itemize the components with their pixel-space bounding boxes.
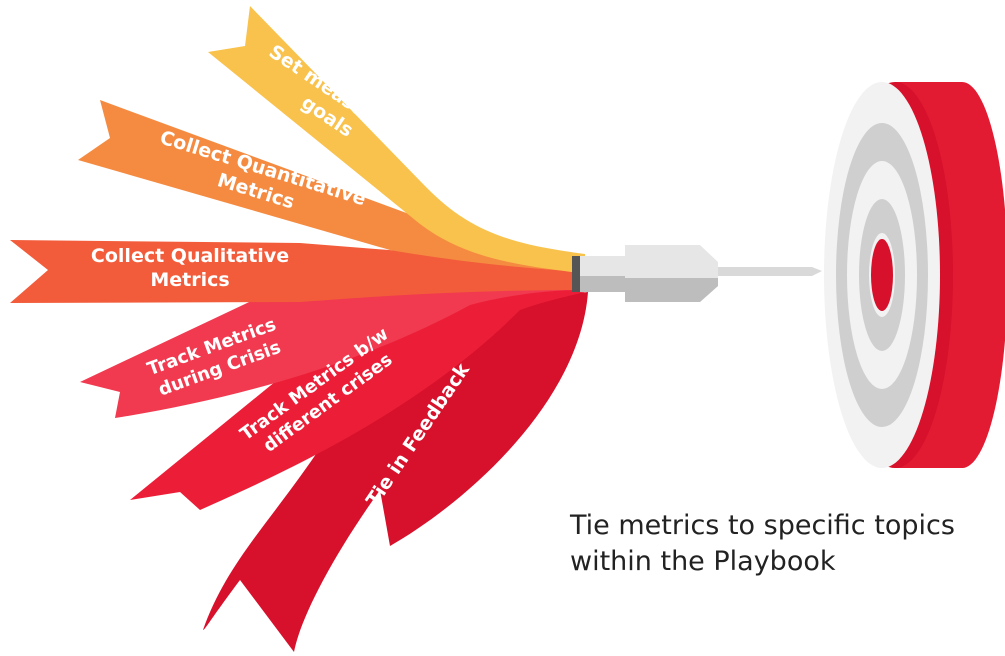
ribbon-tie-in-feedback (203, 292, 588, 652)
dart-body-shadow (580, 276, 718, 302)
target-bullseye (871, 239, 893, 311)
caption: Tie metrics to specific topics within th… (570, 508, 1005, 580)
ribbon-label-collect-qualitative: Collect Qualitative Metrics (91, 245, 289, 291)
ribbon-collect-quantitative (78, 100, 585, 272)
caption-line-2: within the Playbook (570, 546, 836, 577)
dart-collar (572, 256, 580, 292)
ribbon-text: Collect Qualitative (91, 245, 289, 267)
ribbon-set-measurable-goals (208, 6, 585, 274)
dart-icon (572, 245, 822, 302)
dart-needle (718, 267, 822, 276)
caption-line-1: Tie metrics to specific topics (570, 510, 955, 541)
ribbon-track-metrics-bw (130, 280, 585, 510)
ribbon-text: Metrics (150, 269, 229, 291)
ribbon-track-metrics-during (80, 255, 585, 418)
target-icon (824, 82, 1005, 468)
